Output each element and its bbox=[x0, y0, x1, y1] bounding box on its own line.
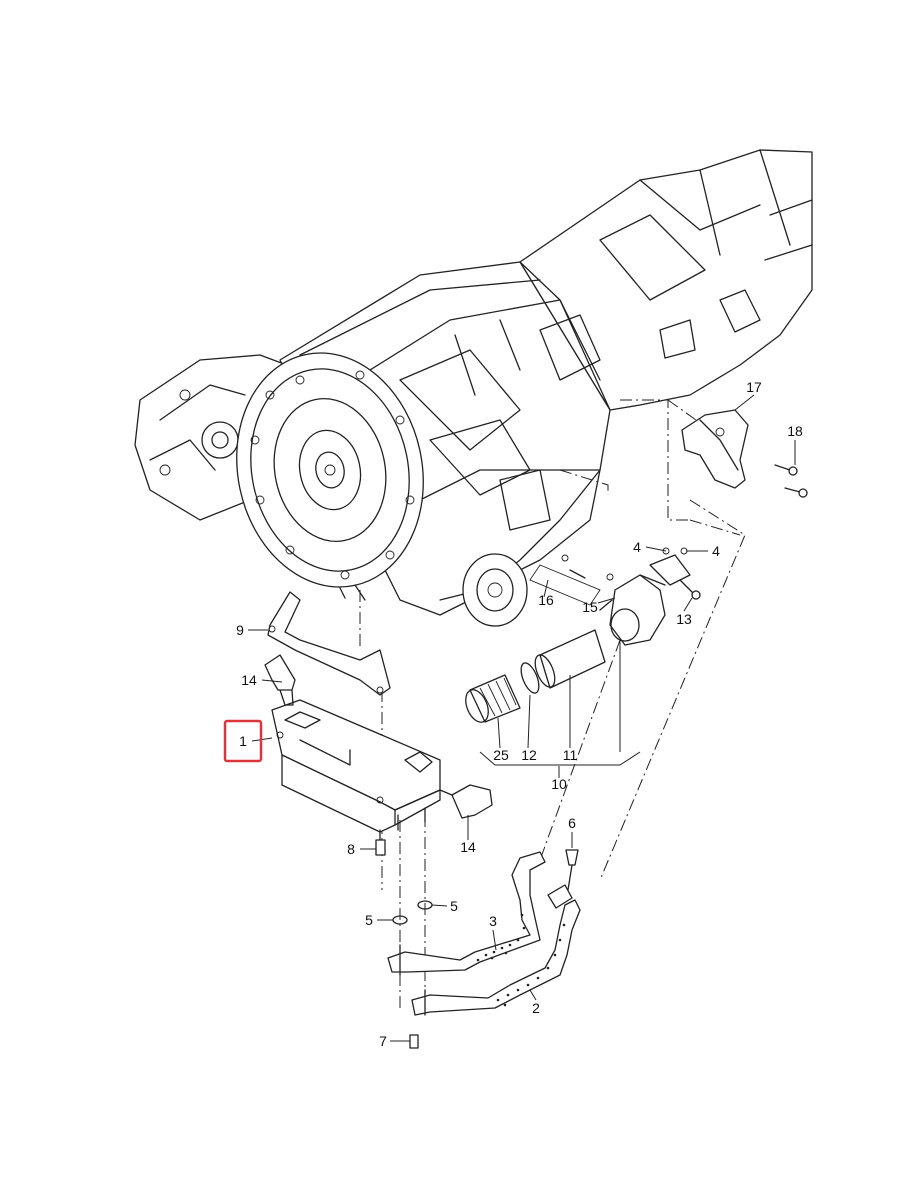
bolts-18 bbox=[774, 464, 808, 498]
callout-14-lower: 14 bbox=[460, 839, 476, 855]
bolt-6 bbox=[565, 849, 579, 891]
callout-7: 7 bbox=[379, 1033, 387, 1049]
reference-lines bbox=[359, 399, 746, 1010]
o-ring-12 bbox=[520, 662, 540, 694]
callout-12: 12 bbox=[521, 747, 537, 763]
filter-element-11 bbox=[534, 629, 606, 689]
callout-labels: 17 18 4 4 13 16 15 25 12 11 10 9 14 1 14… bbox=[236, 379, 803, 1049]
callout-10: 10 bbox=[551, 776, 567, 792]
bolt-8 bbox=[375, 829, 386, 856]
callout-8: 8 bbox=[347, 841, 355, 857]
line-3 bbox=[387, 851, 546, 976]
bolt-7 bbox=[409, 1034, 419, 1049]
hose-14-lower bbox=[439, 784, 493, 819]
callout-5-left: 5 bbox=[365, 912, 373, 928]
bracket-9 bbox=[267, 591, 391, 696]
bolt-13 bbox=[679, 579, 701, 600]
small-parts-16 bbox=[529, 554, 614, 606]
cap-25 bbox=[465, 674, 521, 723]
mount-bracket-17 bbox=[681, 409, 749, 489]
filter-housing-15 bbox=[599, 574, 666, 646]
filter-kit-bracket-10 bbox=[479, 751, 641, 766]
callout-1: 1 bbox=[239, 733, 247, 749]
callout-16: 16 bbox=[538, 592, 554, 608]
bracket-4 bbox=[649, 547, 691, 586]
callout-5-right: 5 bbox=[450, 898, 458, 914]
callout-15: 15 bbox=[582, 599, 598, 615]
callout-2: 2 bbox=[532, 1000, 540, 1016]
callout-18: 18 bbox=[787, 423, 803, 439]
callout-4-right: 4 bbox=[712, 543, 720, 559]
callout-4-left: 4 bbox=[633, 539, 641, 555]
line-bracket bbox=[547, 884, 573, 909]
callout-17: 17 bbox=[746, 379, 762, 395]
oil-cooler-1 bbox=[271, 699, 441, 833]
callout-11: 11 bbox=[563, 747, 578, 763]
callout-9: 9 bbox=[236, 622, 244, 638]
callout-25: 25 bbox=[493, 747, 509, 763]
transmission-housing bbox=[134, 149, 813, 627]
callout-13: 13 bbox=[676, 611, 692, 627]
leader-lines bbox=[248, 394, 796, 1042]
line-dots bbox=[476, 913, 566, 1007]
line-2 bbox=[411, 899, 581, 1016]
callout-6: 6 bbox=[568, 815, 576, 831]
highlight-box bbox=[223, 719, 263, 763]
hose-14-upper bbox=[264, 654, 296, 706]
callout-3: 3 bbox=[489, 913, 497, 929]
callout-14-upper: 14 bbox=[241, 672, 257, 688]
